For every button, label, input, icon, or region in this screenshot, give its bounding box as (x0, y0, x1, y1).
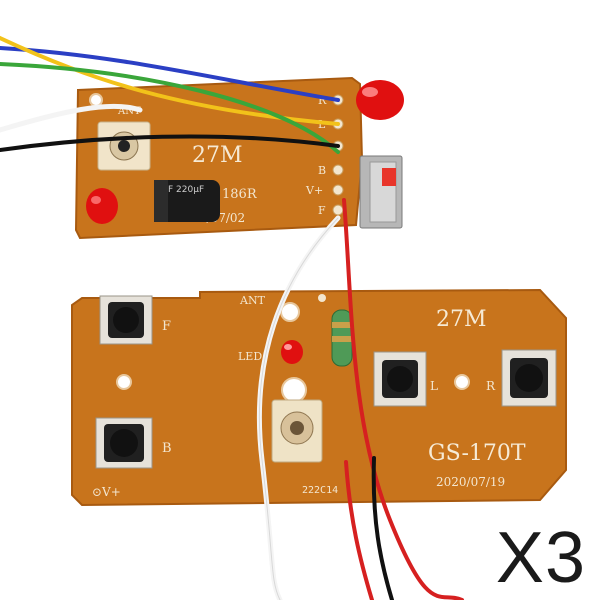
tx-led-label: LED (238, 350, 262, 363)
wires-bottom (256, 198, 464, 600)
button-left (373, 351, 427, 407)
label-l: L (430, 379, 438, 393)
mount-hole (89, 93, 103, 107)
tx-center-hole (281, 377, 307, 403)
receiver-part-code: 186R (222, 187, 258, 202)
wire-blue (0, 46, 340, 102)
tx-hole-ant (280, 302, 300, 322)
receiver-led-right (356, 80, 404, 120)
wire-red-long (342, 198, 464, 600)
button-right (501, 349, 557, 407)
wire-white-long-shadow (258, 217, 339, 600)
wire-red-short (344, 460, 374, 600)
pin-label-b: B (318, 164, 326, 177)
wire-green (0, 62, 340, 154)
wire-black-short (371, 456, 394, 600)
receiver-led-left (86, 188, 118, 224)
label-b: B (162, 441, 172, 456)
pin-label-vplus: V+ (305, 184, 323, 197)
tx-frequency-label: 27M (436, 307, 487, 332)
tx-date-label: 2020/07/19 (436, 475, 505, 489)
pin-label-r: R (318, 94, 327, 107)
receiver-frequency-label: 27M (192, 143, 243, 168)
wire-white-top (0, 103, 143, 133)
electrolytic-capacitor: F 220µF (154, 180, 220, 222)
quantity-label: X3 (495, 518, 586, 598)
tx-serial-label: 222C14 (302, 485, 338, 496)
pin-label-f: F (318, 204, 326, 217)
inductor (331, 309, 353, 367)
label-f: F (162, 319, 171, 334)
label-vplus: ⊙V+ (92, 485, 121, 499)
tx-pad-ant (318, 294, 326, 302)
tx-model-label: GS-170T (428, 441, 526, 466)
tx-ant-label: ANT (239, 294, 266, 307)
ant-label: ANT (117, 106, 141, 117)
transmitter-board: ANT 27M F B ⊙V+ LED (71, 288, 567, 507)
slide-switch (359, 155, 403, 229)
wires-top (0, 36, 340, 154)
tx-coil (271, 399, 323, 463)
wire-black-top (0, 134, 340, 152)
button-back (95, 417, 153, 469)
tx-mount-hole-mid (454, 374, 470, 390)
capacitor-text: F 220µF (168, 185, 204, 195)
tx-mount-hole-left (116, 374, 132, 390)
transmitter-led (281, 340, 303, 364)
coil-component (97, 121, 151, 171)
transmitter-pcb (71, 288, 567, 507)
button-forward (99, 295, 153, 345)
label-r: R (486, 379, 496, 393)
